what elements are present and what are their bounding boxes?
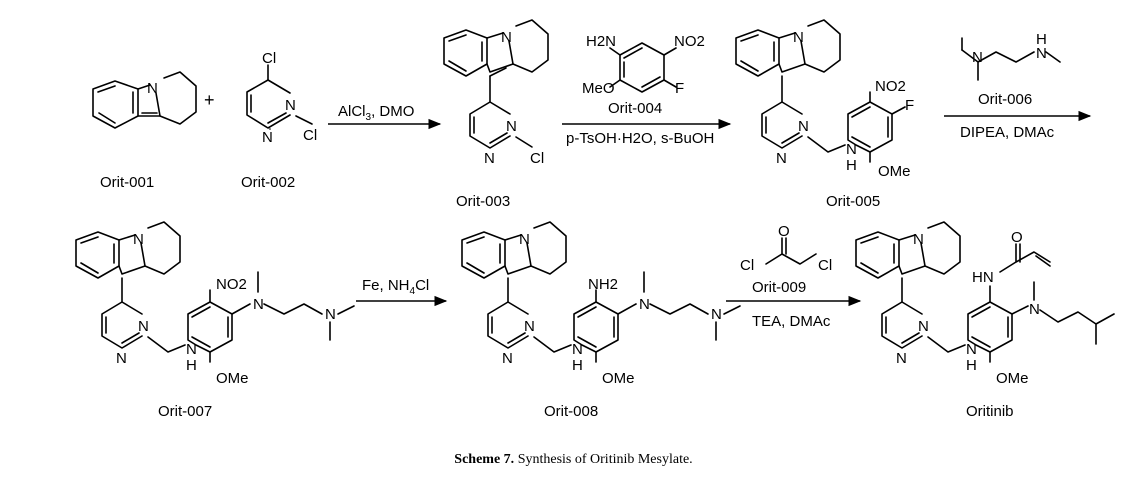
compound-label-orit-001: Orit-001 bbox=[100, 174, 154, 191]
molecule-orit-001: N bbox=[92, 71, 197, 129]
atom-label: N bbox=[325, 306, 336, 323]
atom-label: Cl bbox=[740, 257, 754, 274]
atom-label: O bbox=[1011, 229, 1023, 246]
compound-label-oritinib: Oritinib bbox=[966, 403, 1014, 420]
atom-label: N bbox=[913, 231, 924, 248]
atom-label: OMe bbox=[878, 163, 911, 180]
atom-label: NO2 bbox=[875, 78, 906, 95]
atom-label: O bbox=[778, 223, 790, 240]
molecule-oritinib: N N N N H HN O N OMe bbox=[855, 221, 1115, 387]
atom-label: H bbox=[966, 357, 977, 374]
atom-label: N bbox=[116, 350, 127, 367]
reagent-fe-nh4cl: Fe, NH4Cl bbox=[362, 277, 429, 297]
molecule-orit-008: N N N N H NH2 N N OMe bbox=[461, 221, 741, 387]
molecule-orit-006: N N H bbox=[961, 31, 1061, 81]
reagent-orit-004: Orit-004 bbox=[608, 100, 662, 117]
atom-label: Cl bbox=[262, 50, 276, 67]
atom-label: N bbox=[711, 306, 722, 323]
caption-prefix: Scheme 7. bbox=[454, 452, 515, 467]
reagent-orit-009: Orit-009 bbox=[752, 279, 806, 296]
atom-label: H bbox=[186, 357, 197, 374]
compound-label-orit-008: Orit-008 bbox=[544, 403, 598, 420]
compound-label-orit-007: Orit-007 bbox=[158, 403, 212, 420]
plus-sign: + bbox=[204, 90, 215, 110]
reaction-arrow-1: AlCl3, DMO bbox=[328, 103, 442, 130]
atom-label: N bbox=[918, 318, 929, 335]
atom-label: NO2 bbox=[216, 276, 247, 293]
atom-label: N bbox=[776, 150, 787, 167]
atom-label: N bbox=[138, 318, 149, 335]
atom-label: OMe bbox=[996, 370, 1029, 387]
atom-label: N bbox=[186, 341, 197, 358]
atom-label: N bbox=[133, 231, 144, 248]
atom-label: Cl bbox=[303, 127, 317, 144]
compound-label-orit-005: Orit-005 bbox=[826, 193, 880, 210]
atom-label: Cl bbox=[818, 257, 832, 274]
atom-label: OMe bbox=[602, 370, 635, 387]
reaction-arrow-5: Cl O Cl Orit-009 TEA, DMAc bbox=[726, 223, 862, 330]
reaction-arrow-4: Fe, NH4Cl bbox=[356, 277, 448, 307]
conditions-tea-dmac: TEA, DMAc bbox=[752, 313, 831, 330]
compound-label-orit-002: Orit-002 bbox=[241, 174, 295, 191]
molecule-orit-004: H2N NO2 MeO F bbox=[582, 33, 705, 97]
molecule-orit-007: N N N N H NO2 N N OMe bbox=[75, 221, 355, 387]
reagent-alcl3-dmo: AlCl3, DMO bbox=[338, 103, 414, 123]
atom-label: N bbox=[502, 350, 513, 367]
reaction-arrow-3: N N H Orit-006 DIPEA, DMAc bbox=[944, 31, 1092, 141]
scheme-caption: Scheme 7. Synthesis of Oritinib Mesylate… bbox=[0, 452, 1147, 468]
atom-label: N bbox=[484, 150, 495, 167]
atom-label: N bbox=[972, 49, 983, 66]
atom-label: OMe bbox=[216, 370, 249, 387]
molecule-orit-003: N N N Cl bbox=[443, 19, 549, 167]
atom-label: N bbox=[524, 318, 535, 335]
atom-label: HN bbox=[972, 269, 994, 286]
conditions-tsoh-buoh: p-TsOH·H2O, s-BuOH bbox=[566, 130, 714, 147]
atom-label: N bbox=[519, 231, 530, 248]
atom-label: F bbox=[675, 80, 684, 97]
atom-label: F bbox=[905, 97, 914, 114]
atom-label: H bbox=[846, 157, 857, 174]
atom-label: N bbox=[501, 29, 512, 46]
reagent-orit-006: Orit-006 bbox=[978, 91, 1032, 108]
atom-label: NH2 bbox=[588, 276, 618, 293]
atom-label: N bbox=[506, 118, 517, 135]
reaction-scheme: N Orit-001 + Cl N N Cl Orit-002 AlCl3, D… bbox=[75, 19, 1115, 420]
atom-label: N bbox=[966, 341, 977, 358]
atom-label: H2N bbox=[586, 33, 616, 50]
molecule-orit-002: Cl N N Cl bbox=[246, 50, 317, 146]
reaction-arrow-2: H2N NO2 MeO F Orit-004 p-TsOH·H2O, s-BuO… bbox=[562, 33, 732, 147]
caption-text: Synthesis of Oritinib Mesylate. bbox=[517, 452, 693, 467]
atom-label: H bbox=[572, 357, 583, 374]
atom-label: N bbox=[639, 296, 650, 313]
conditions-dipea-dmac: DIPEA, DMAc bbox=[960, 124, 1055, 141]
atom-label: N bbox=[793, 29, 804, 46]
molecule-orit-009: Cl O Cl bbox=[740, 223, 832, 274]
atom-label: N bbox=[253, 296, 264, 313]
atom-label: N bbox=[262, 129, 273, 146]
atom-label: N bbox=[798, 118, 809, 135]
atom-label: N bbox=[147, 80, 158, 97]
atom-label: N bbox=[846, 141, 857, 158]
atom-label: NO2 bbox=[674, 33, 705, 50]
atom-label: N bbox=[1029, 301, 1040, 318]
atom-label: N bbox=[896, 350, 907, 367]
atom-label: Cl bbox=[530, 150, 544, 167]
atom-label: H bbox=[1036, 31, 1047, 48]
atom-label: N bbox=[1036, 45, 1047, 62]
compound-label-orit-003: Orit-003 bbox=[456, 193, 510, 210]
molecule-orit-005: N N N N H NO2 F OMe bbox=[735, 19, 914, 180]
atom-label: MeO bbox=[582, 80, 615, 97]
atom-label: N bbox=[572, 341, 583, 358]
atom-label: N bbox=[285, 97, 296, 114]
